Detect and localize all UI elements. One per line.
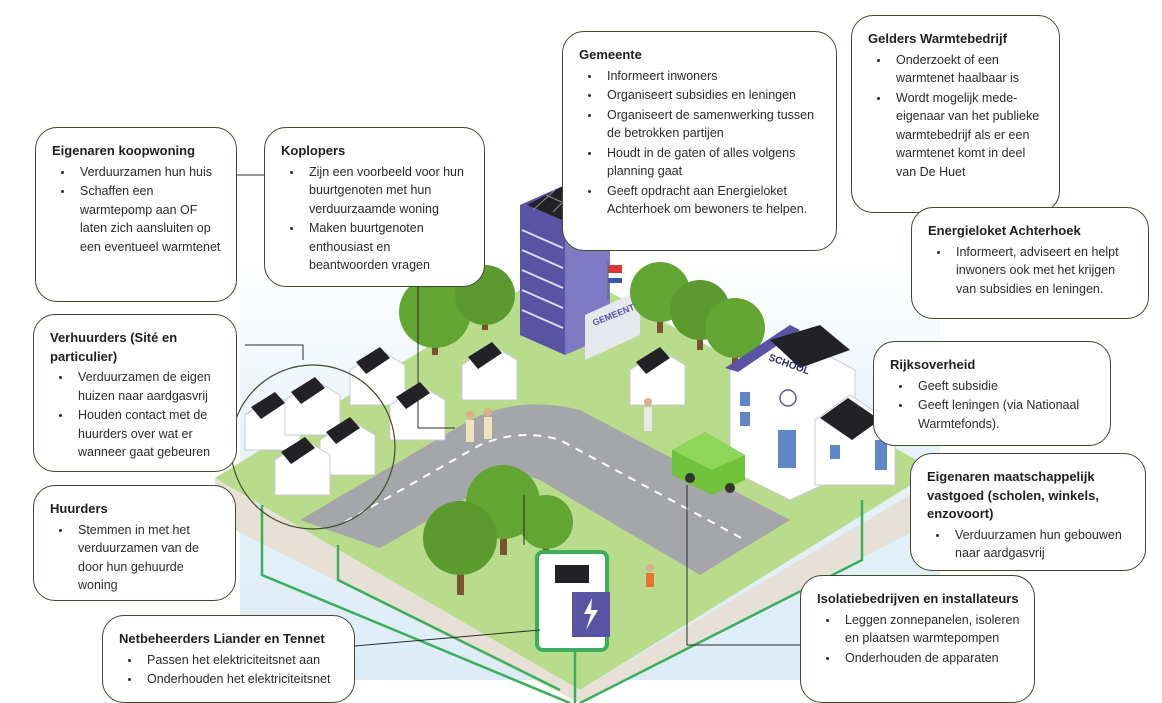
list-item: Onderzoekt of een warmtenet haalbaar is	[890, 51, 1045, 88]
maatschappelijk-box: Eigenaren maatschappelijk vastgoed (scho…	[910, 453, 1146, 571]
isolatie-box: Isolatiebedrijven en installateurs Legge…	[800, 575, 1035, 703]
maatschappelijk-title: Eigenaren maatschappelijk vastgoed (scho…	[927, 469, 1099, 521]
list-item: Houdt in de gaten of alles volgens plann…	[601, 144, 822, 181]
list-item: Geeft opdracht aan Energieloket Achterho…	[601, 182, 822, 219]
list-item: Organiseert subsidies en leningen	[601, 86, 822, 105]
energieloket-box: Energieloket Achterhoek Informeert, advi…	[911, 207, 1149, 319]
list-item: Onderhouden de apparaten	[839, 649, 1020, 668]
rijksoverheid-box: Rijksoverheid Geeft subsidie Geeft lenin…	[873, 341, 1111, 446]
houses	[230, 342, 686, 530]
list-item: Wordt mogelijk mede-eigenaar van het pub…	[890, 89, 1045, 182]
list-item: Onderhouden het elektriciteitsnet	[141, 670, 340, 689]
list-item: Organiseert de samenwerking tussen de be…	[601, 106, 822, 143]
power-lines	[260, 500, 864, 703]
green-van	[672, 432, 745, 495]
koopwoning-title: Eigenaren koopwoning	[52, 143, 196, 158]
netbeheerders-title: Netbeheerders Liander en Tennet	[119, 631, 325, 646]
connector-lines	[236, 174, 800, 647]
gelders-box: Gelders Warmtebedrijf Onderzoekt of een …	[851, 15, 1060, 213]
huurders-box: Huurders Stemmen in met het verduurzamen…	[33, 485, 236, 601]
road	[300, 404, 790, 575]
list-item: Informeert inwoners	[601, 67, 822, 86]
gemeente-title: Gemeente	[579, 47, 642, 62]
verhuurders-box: Verhuurders (Sité en particulier) Verduu…	[33, 314, 237, 472]
list-item: Informeert, adviseert en helpt inwoners …	[950, 243, 1134, 299]
list-item: Verduurzamen hun huis	[74, 163, 222, 182]
list-item: Schaffen een warmtepomp aan OF laten zic…	[74, 182, 222, 256]
list-item: Geeft leningen (via Nationaal Warmtefond…	[912, 396, 1096, 433]
gelders-title: Gelders Warmtebedrijf	[868, 31, 1007, 46]
koplopers-title: Koplopers	[281, 143, 346, 158]
school-building: SCHOOL	[725, 325, 896, 501]
people	[466, 398, 654, 587]
gemeente-box: Gemeente Informeert inwoners Organiseert…	[562, 31, 837, 251]
isolatie-title: Isolatiebedrijven en installateurs	[817, 591, 1019, 606]
list-item: Verduurzamen hun gebouwen naar aardgasvr…	[949, 526, 1131, 563]
road-markings	[344, 434, 746, 541]
list-item: Verduurzamen de eigen huizen naar aardga…	[72, 368, 222, 405]
transformer-station	[535, 550, 610, 652]
list-item: Houden contact met de huurders over wat …	[72, 406, 222, 462]
list-item: Leggen zonnepanelen, isoleren en plaatse…	[839, 611, 1020, 648]
netbeheerders-box: Netbeheerders Liander en Tennet Passen h…	[102, 615, 355, 703]
list-item: Stemmen in met het verduurzamen van de d…	[72, 521, 221, 595]
huurders-title: Huurders	[50, 501, 108, 516]
list-item: Passen het elektriciteitsnet aan	[141, 651, 340, 670]
koopwoning-box: Eigenaren koopwoning Verduurzamen hun hu…	[35, 127, 237, 302]
list-item: Zijn een voorbeeld voor hun buurtgenoten…	[303, 163, 470, 219]
rijksoverheid-title: Rijksoverheid	[890, 357, 976, 372]
energieloket-title: Energieloket Achterhoek	[928, 223, 1081, 238]
list-item: Maken buurtgenoten enthousiast en beantw…	[303, 219, 470, 275]
list-item: Geeft subsidie	[912, 377, 1096, 396]
verhuurders-title: Verhuurders (Sité en particulier)	[50, 330, 178, 364]
koplopers-box: Koplopers Zijn een voorbeeld voor hun bu…	[264, 127, 485, 287]
